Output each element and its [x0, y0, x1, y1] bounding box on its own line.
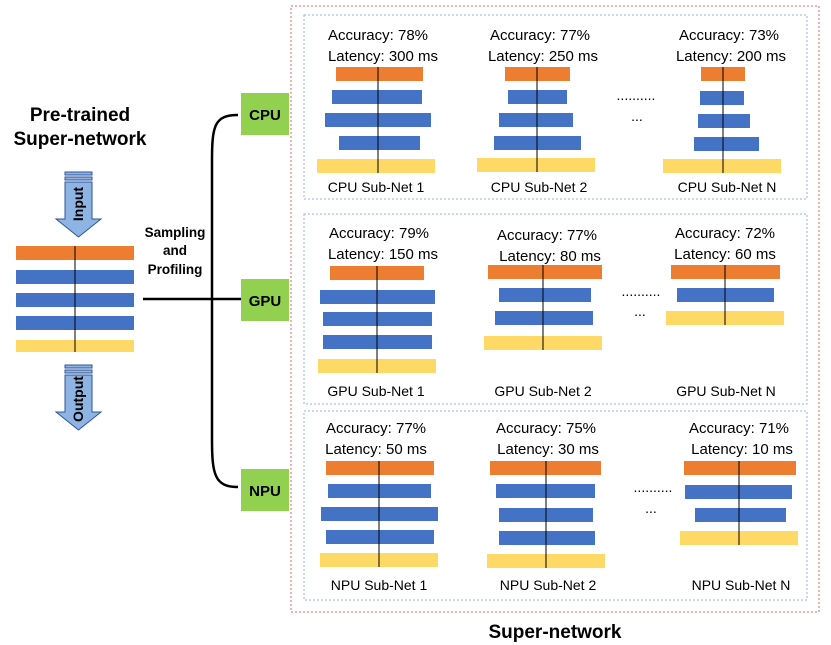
subnet-orange-layer — [488, 265, 602, 279]
subnet-blue-layer — [339, 136, 420, 150]
subnet-blue-layer — [499, 113, 573, 127]
gpu-ellipsis-dots: .......... — [622, 283, 661, 299]
sampling-label-line1: Sampling — [145, 225, 206, 240]
subnet-name: GPU Sub-Net 2 — [494, 383, 591, 399]
subnet-orange-layer — [326, 461, 434, 475]
subnet-name: NPU Sub-Net N — [692, 577, 791, 593]
subnet-latency: Latency: 50 ms — [325, 441, 427, 458]
subnet-name: GPU Sub-Net 1 — [327, 383, 424, 399]
subnet-name: NPU Sub-Net 1 — [331, 577, 428, 593]
pretrained-supernet-stack — [16, 246, 134, 352]
subnet-accuracy: Accuracy: 77% — [326, 420, 426, 437]
subnet-latency: Latency: 30 ms — [497, 441, 599, 458]
cpu-subnet-1: Accuracy: 78% Latency: 300 ms CPU Sub-Ne… — [317, 27, 438, 195]
input-arrow: Input — [54, 171, 103, 238]
cpu-ellipsis-short: ... — [631, 108, 643, 124]
npu-ellipsis-short: ... — [645, 500, 657, 516]
output-label: Output — [70, 376, 86, 422]
cpu-panel-border — [303, 14, 808, 200]
gpu-ellipsis-short: ... — [634, 303, 646, 319]
subnet-blue-layer — [495, 311, 593, 325]
gpu-subnet-n: Accuracy: 72% Latency: 60 ms GPU Sub-Net… — [666, 225, 784, 399]
subnet-blue-layer — [499, 288, 591, 302]
cpu-hardware-label: CPU — [249, 107, 281, 124]
subnet-orange-layer — [684, 461, 796, 475]
subnet-orange-layer — [336, 67, 423, 81]
output-arrow: Output — [54, 364, 103, 431]
subnet-latency: Latency: 10 ms — [691, 441, 793, 458]
cpu-subnet-2: Accuracy: 77% Latency: 250 ms CPU Sub-Ne… — [477, 27, 598, 195]
subnet-name: GPU Sub-Net N — [676, 383, 776, 399]
subnet-latency: Latency: 300 ms — [328, 48, 438, 65]
subnet-yellow-layer — [663, 159, 781, 173]
gpu-hardware-box — [241, 279, 289, 321]
super-network-footer-label: Super-network — [488, 622, 621, 643]
gpu-hardware-label: GPU — [249, 293, 282, 310]
subnet-name: NPU Sub-Net 2 — [500, 577, 597, 593]
npu-panel-border — [303, 410, 808, 601]
subnet-accuracy: Accuracy: 79% — [329, 225, 429, 242]
subnet-accuracy: Accuracy: 78% — [328, 27, 428, 44]
npu-ellipsis-dots: .......... — [634, 479, 673, 495]
input-label: Input — [70, 187, 86, 222]
subnet-latency: Latency: 200 ms — [676, 48, 786, 65]
hardware-bracket — [210, 113, 239, 489]
npu-subnet-n: Accuracy: 71% Latency: 10 ms NPU Sub-Net… — [680, 420, 798, 593]
npu-subnet-1: Accuracy: 77% Latency: 50 ms NPU Sub-Net… — [320, 420, 438, 593]
subnet-blue-layer — [332, 90, 422, 104]
subnet-blue-layer — [499, 531, 595, 545]
cpu-ellipsis-dots: .......... — [617, 87, 656, 103]
subnet-accuracy: Accuracy: 71% — [689, 420, 789, 437]
cpu-subnet-n: Accuracy: 73% Latency: 200 ms CPU Sub-Ne… — [663, 27, 786, 195]
npu-hardware-box — [241, 469, 289, 511]
subnet-blue-layer — [694, 137, 759, 151]
sampling-label-line2: and — [163, 243, 187, 258]
npu-hardware-label: NPU — [249, 483, 281, 500]
subnet-latency: Latency: 150 ms — [328, 246, 438, 263]
subnet-latency: Latency: 80 ms — [499, 248, 601, 265]
subnet-blue-layer — [698, 114, 750, 128]
subnet-blue-layer — [700, 91, 744, 105]
subnet-blue-layer — [695, 508, 786, 522]
cpu-hardware-box — [241, 93, 289, 135]
subnet-yellow-layer — [317, 159, 435, 173]
subnet-accuracy: Accuracy: 72% — [675, 225, 775, 242]
subnet-accuracy: Accuracy: 75% — [496, 420, 596, 437]
subnet-name: CPU Sub-Net N — [678, 179, 777, 195]
pretrained-title-line2: Super-network — [13, 129, 146, 150]
super-network-outer-border — [290, 5, 820, 613]
subnet-accuracy: Accuracy: 73% — [679, 27, 779, 44]
subnet-yellow-layer — [477, 158, 595, 172]
npu-subnet-2: Accuracy: 75% Latency: 30 ms NPU Sub-Net… — [487, 420, 605, 593]
subnet-name: CPU Sub-Net 2 — [491, 179, 588, 195]
subnet-name: CPU Sub-Net 1 — [328, 179, 425, 195]
pretrained-title-line1: Pre-trained — [30, 105, 130, 126]
sampling-label-line3: Profiling — [148, 262, 203, 277]
gpu-subnet-2: Accuracy: 77% Latency: 80 ms GPU Sub-Net… — [484, 227, 602, 399]
gpu-panel-border — [303, 213, 808, 405]
subnet-latency: Latency: 250 ms — [488, 48, 598, 65]
subnet-blue-layer — [326, 530, 434, 544]
gpu-subnet-1: Accuracy: 79% Latency: 150 ms GPU Sub-Ne… — [318, 225, 438, 399]
subnet-latency: Latency: 60 ms — [674, 246, 776, 263]
subnet-accuracy: Accuracy: 77% — [490, 27, 590, 44]
subnet-accuracy: Accuracy: 77% — [497, 227, 597, 244]
